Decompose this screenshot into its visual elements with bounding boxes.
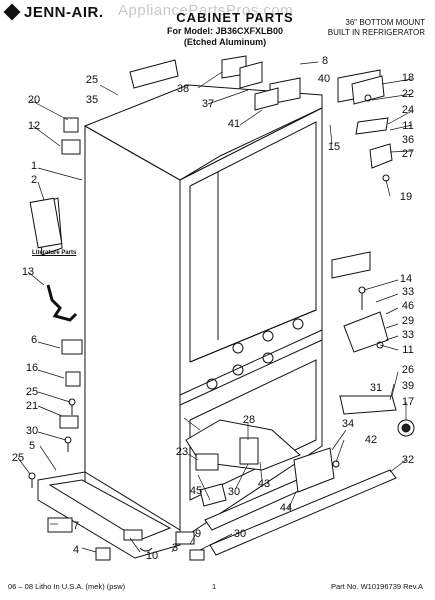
- callout-37: 37: [201, 98, 215, 110]
- watermark: AppliancePartsPros.com: [118, 2, 294, 19]
- callout-11: 11: [402, 344, 414, 356]
- mount-description: 36" BOTTOM MOUNT BUILT IN REFRIGERATOR: [305, 18, 425, 38]
- footer-part-number: Part No. W10196739 Rev.A: [331, 582, 423, 591]
- brand-name: JENN-AIR.: [24, 4, 104, 21]
- callout-5: 5: [28, 440, 36, 452]
- footer-page-number: 1: [212, 582, 217, 591]
- callout-40: 40: [317, 73, 331, 85]
- callout-9: 9: [194, 528, 202, 540]
- page-title: CABINET PARTS: [176, 10, 294, 25]
- callout-36: 36: [401, 134, 415, 146]
- callout-32: 32: [401, 454, 415, 466]
- callout-2: 2: [30, 174, 38, 186]
- callout-3: 3: [171, 542, 179, 554]
- callout-30: 30: [227, 486, 241, 498]
- callout-45: 45: [189, 485, 203, 497]
- callout-16: 16: [25, 362, 39, 374]
- callout-28: 28: [242, 414, 256, 426]
- callout-13: 13: [21, 266, 35, 278]
- callout-15: 15: [327, 141, 341, 153]
- callout-41: 41: [227, 118, 241, 130]
- callout-23: 23: [175, 446, 189, 458]
- literature-parts-label: Literature Parts: [32, 250, 77, 256]
- callout-46: 46: [401, 300, 415, 312]
- callout-33: 33: [401, 286, 415, 298]
- mount-line-2: BUILT IN REFRIGERATOR: [327, 28, 425, 37]
- mount-line-1: 36" BOTTOM MOUNT: [345, 18, 425, 27]
- callout-30: 30: [25, 425, 39, 437]
- callout-17: 17: [401, 396, 415, 408]
- callout-20: 20: [27, 94, 41, 106]
- callout-24: 24: [401, 104, 415, 116]
- callout-27: 27: [401, 148, 415, 160]
- callout-25: 25: [25, 386, 39, 398]
- callout-38: 38: [176, 83, 190, 95]
- callout-31: 31: [369, 382, 383, 394]
- callout-25: 25: [85, 74, 99, 86]
- callout-43: 43: [257, 478, 271, 490]
- finish-line: (Etched Aluminum): [183, 37, 267, 47]
- callout-11: 11: [402, 120, 414, 132]
- callout-30: 30: [233, 528, 247, 540]
- callout-18: 18: [401, 72, 415, 84]
- footer-print-info: 06 – 08 Litho In U.S.A. (mek) (psw): [8, 582, 126, 591]
- callout-26: 26: [401, 364, 415, 376]
- callout-29: 29: [401, 315, 415, 327]
- brand-logo: JENN-AIR.: [3, 3, 104, 21]
- callout-42: 42: [364, 434, 378, 446]
- callout-39: 39: [401, 380, 415, 392]
- callout-10: 10: [145, 550, 159, 562]
- callout-19: 19: [399, 191, 413, 203]
- base-assembly: [47, 479, 205, 561]
- literature-booklet: [29, 197, 63, 249]
- callout-33: 33: [401, 329, 415, 341]
- callout-22: 22: [401, 88, 415, 100]
- callout-35: 35: [85, 94, 99, 106]
- leader-lines: [17, 61, 413, 553]
- callout-12: 12: [27, 120, 41, 132]
- callout-8: 8: [321, 55, 329, 67]
- callout-14: 14: [399, 273, 413, 285]
- callout-21: 21: [25, 400, 39, 412]
- callout-1: 1: [30, 160, 38, 172]
- callout-44: 44: [279, 502, 293, 514]
- callout-34: 34: [341, 418, 355, 430]
- callout-4: 4: [72, 544, 80, 556]
- callout-6: 6: [30, 334, 38, 346]
- lower-center-parts: [185, 419, 397, 556]
- callout-25: 25: [11, 452, 25, 464]
- model-line: For Model: JB36CXFXLB00: [166, 26, 284, 36]
- right-parts: [331, 75, 415, 437]
- callout-7: 7: [72, 520, 80, 532]
